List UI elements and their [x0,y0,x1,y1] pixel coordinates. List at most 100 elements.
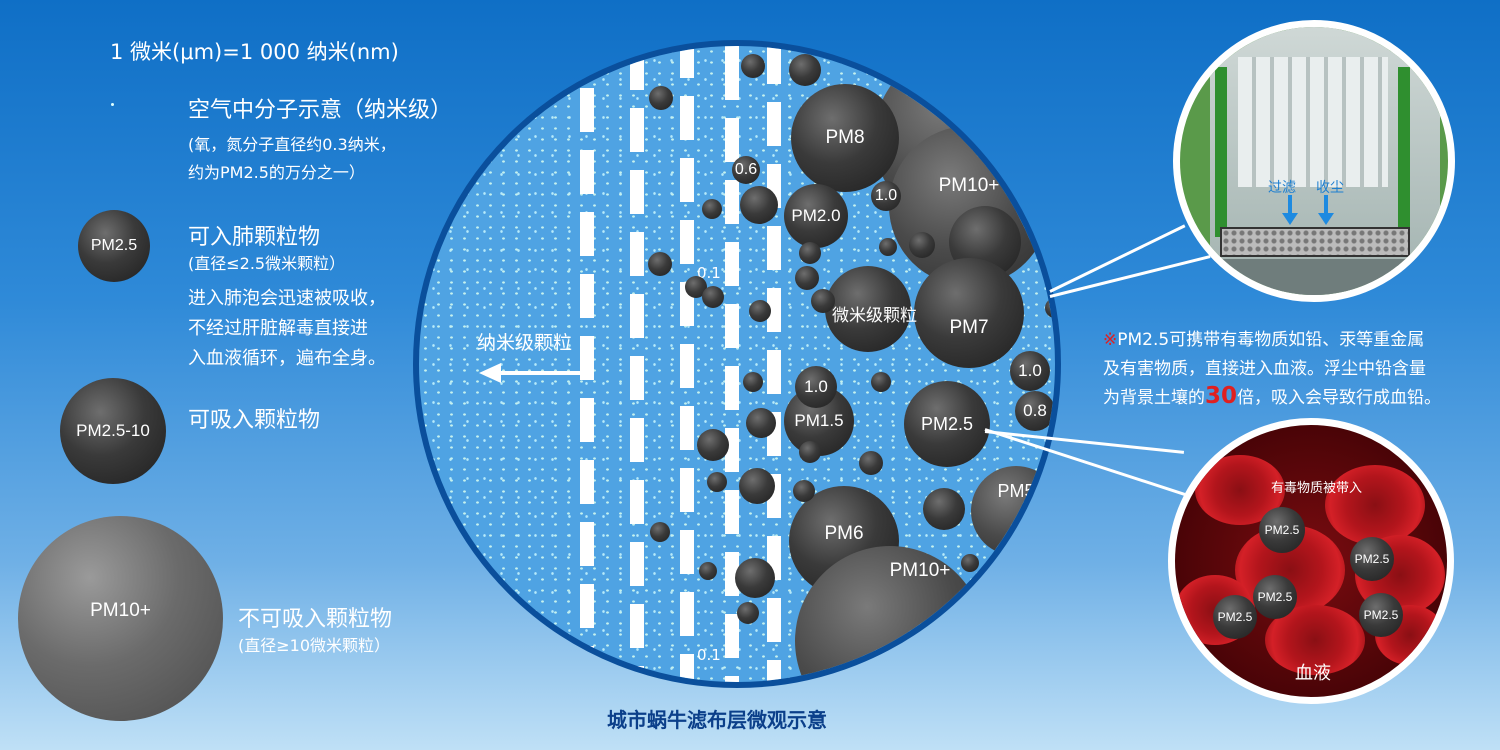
particle-label: PM2.5 [920,413,974,434]
particle-label: PM2.0 [791,206,841,225]
callout-line [1049,224,1186,293]
particle [1045,298,1055,318]
filter-device-inset: 过滤 收尘 [1173,20,1455,302]
particle [743,372,763,392]
red-blood-cell [1325,465,1425,545]
particle-pm25: PM2.5 [904,381,990,467]
blood-inset: 有毒物质被带入 PM2.5 PM2.5 PM2.5 PM2.5 PM2.5 血液 [1168,418,1454,704]
particle [707,472,727,492]
particle [799,242,821,264]
particle [702,286,724,308]
pm25-subtitle: (直径≤2.5微米颗粒） [188,254,346,273]
pm10-legend-label: PM10+ [90,599,151,621]
air-molecule-title: 空气中分子示意（纳米级） [188,98,453,123]
air-molecule-note: (氧，氮分子直径约0.3纳米， [188,135,396,154]
device-base [1210,259,1440,295]
particle-label: PM10+ [889,560,951,581]
pm25-blood-particle: PM2.5 [1359,593,1403,637]
particle-label: 0.8 [1023,401,1047,420]
particle [649,86,673,110]
pm2510-legend-label: PM2.5-10 [76,421,150,440]
nano-particle-label: 纳米级颗粒 [477,332,573,354]
highlight-number: 30 [1205,383,1238,409]
particle-label: PM6 [824,523,864,544]
particle-0-6: 0.6 [732,156,760,184]
pm25-description: 不经过肝脏解毒直接进 [188,318,368,339]
particle [811,289,835,313]
particle [702,199,722,219]
pm2510-title: 可吸入颗粒物 [188,408,321,433]
particle-1-0: 1.0 [871,181,901,211]
left-arrow-icon [479,362,589,384]
particle [749,300,771,322]
pm25-title: 可入肺颗粒物 [188,225,321,250]
pm25-blood-particle: PM2.5 [1259,507,1305,553]
particle-pm20: PM2.0 [784,184,848,248]
particle-pm8: PM8 [791,84,899,192]
dust-collect-label: 收尘 [1316,180,1344,196]
particle-label: 1.0 [804,377,828,396]
green-frame [1215,67,1227,237]
particle [737,602,759,624]
dust-tray [1220,227,1410,257]
particle [879,238,897,256]
callout-line [1049,255,1211,298]
particle [648,252,672,276]
particle [735,558,775,598]
note-line: 倍，吸入会导致行成血铅。 [1237,388,1442,408]
pm25-legend-sphere: PM2.5 [78,210,150,282]
particle [741,54,765,78]
particle [650,522,670,542]
pm25-blood-particle: PM2.5 [1213,595,1257,639]
micro-particle-label: 微米级颗粒 [832,306,917,326]
blood-label: 血液 [1295,663,1331,684]
molecule-dot-icon [111,103,114,106]
particle [859,451,883,475]
particle [740,186,778,224]
particle [739,468,775,504]
particle-pm7: PM7 [914,258,1024,368]
filter-micro-view: 纳米级颗粒 PM8 PM10+ PM2.0 PM7 微米级颗粒 PM1.5 PM… [413,40,1061,688]
particle-pm5: PM5 [971,466,1055,556]
note-line: PM2.5可携带有毒物质如铅、汞等重金属 [1117,330,1425,350]
particle-pm15: PM1.5 [784,386,854,456]
filter-fiber-line [630,46,644,682]
particle [961,554,979,572]
filter-fiber-line [680,46,694,682]
particle [871,372,891,392]
filter-fiber-line [580,46,594,682]
particle-label: PM2.5 [1217,610,1253,624]
note-line: 为背景土壤的 [1103,388,1205,408]
pm25-description: 进入肺泡会迅速被吸收， [188,288,386,309]
particle-label: 1.0 [1018,361,1042,380]
particle-1-0: 1.0 [795,366,837,408]
particle-label: PM2.5 [1354,552,1390,566]
particle [793,480,815,502]
air-molecule-note: 约为PM2.5的万分之一） [188,163,365,182]
particle [789,54,821,86]
particle [799,441,821,463]
particle-micro [825,266,911,352]
pm25-description: 入血液循环，遍布全身。 [188,348,386,369]
green-frame [1398,67,1410,237]
particle [795,266,819,290]
pm2510-legend-sphere: PM2.5-10 [60,378,166,484]
pm25-legend-label: PM2.5 [90,237,138,254]
particle-label: PM2.5 [1264,523,1300,537]
pm25-blood-particle: PM2.5 [1253,575,1297,619]
filter-bags [1238,57,1388,187]
particle-label: PM2.5 [1363,608,1399,622]
particle-0-1-label: 0.1 [697,646,721,664]
toxin-label: 有毒物质被带入 [1271,481,1363,496]
pm25-blood-particle: PM2.5 [1350,537,1394,581]
particle [909,232,935,258]
particle-label: PM2.5 [1257,590,1293,604]
particle-1-0: 1.0 [1010,351,1050,391]
filter-label: 过滤 [1268,180,1296,196]
down-arrow-icon [1318,195,1334,229]
particle-label: PM8 [825,127,865,148]
health-note: 及有害物质，直接进入血液。浮尘中铅含量 [1103,359,1426,379]
health-note: 为背景土壤的30倍，吸入会导致行成血铅。 [1103,383,1441,409]
pm10-title: 不可吸入颗粒物 [238,607,393,632]
particle [699,562,717,580]
